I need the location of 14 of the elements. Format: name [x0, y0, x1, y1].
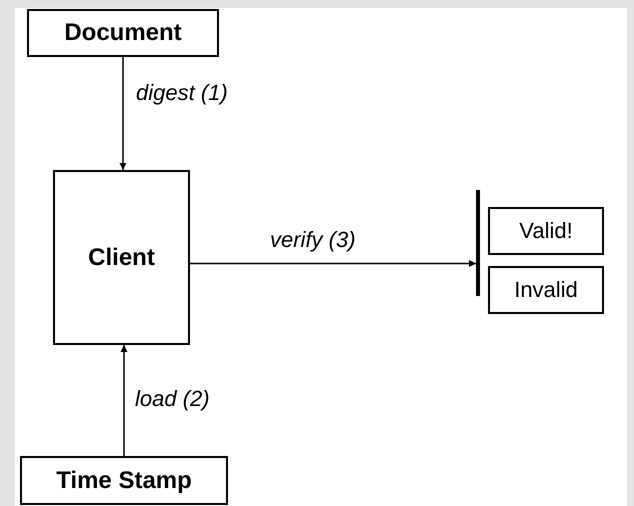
process-box — [488, 207, 604, 255]
process-box — [53, 170, 190, 345]
process-box — [488, 266, 604, 314]
process-box — [27, 9, 219, 57]
separator-bar — [476, 190, 480, 296]
box-label: Invalid — [514, 277, 578, 303]
box-label: Time Stamp — [56, 466, 192, 494]
process-box — [20, 456, 228, 505]
arrow — [120, 345, 128, 456]
box-label: Valid! — [519, 218, 573, 244]
box-label: Client — [88, 244, 155, 272]
box-label: Document — [64, 19, 182, 47]
arrow — [120, 57, 126, 170]
arrow — [190, 260, 476, 267]
